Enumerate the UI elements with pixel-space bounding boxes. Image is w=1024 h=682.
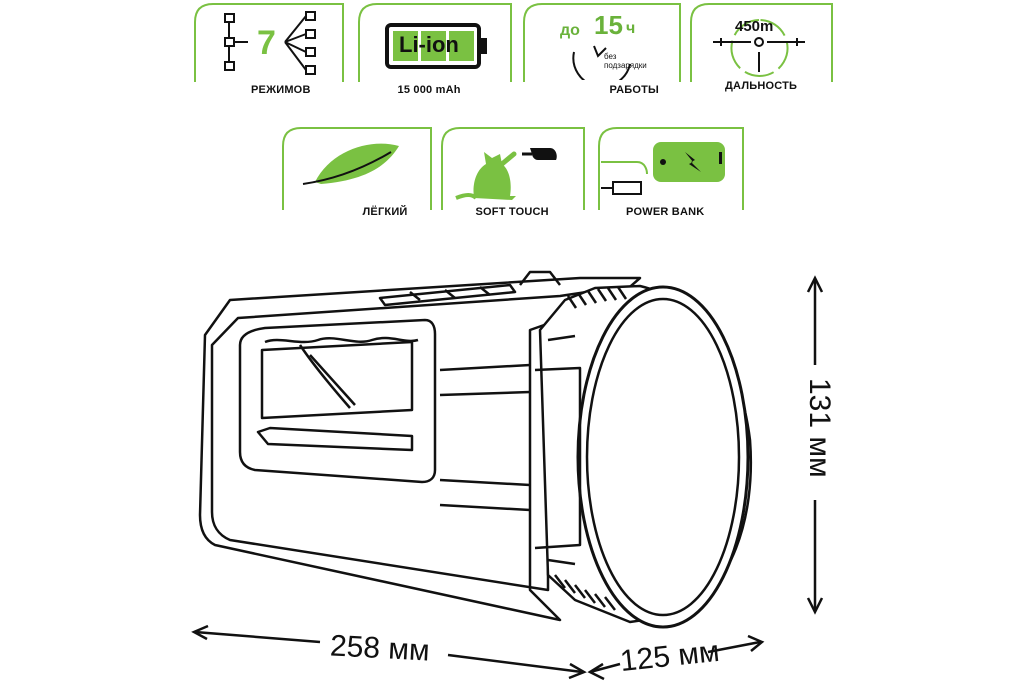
card-frame: [282, 127, 432, 210]
feature-caption: POWER BANK: [626, 206, 705, 218]
phone-charging-icon: [601, 142, 725, 195]
modes-tree-icon: [224, 11, 316, 75]
feature-caption: 15 000 mAh: [397, 84, 461, 96]
runtime-unit: ч: [626, 20, 636, 37]
runtime-prefix: до: [560, 22, 580, 39]
runtime-hours: 15: [594, 10, 623, 40]
feature-caption: РАБОТЫ: [609, 84, 659, 96]
card-frame: [598, 127, 744, 210]
feature-caption: ЛЁГКИЙ: [362, 206, 408, 218]
card-frame: [441, 127, 585, 210]
feature-soft-touch: SOFT TOUCH: [440, 126, 586, 218]
feature-power-bank: POWER BANK: [597, 126, 745, 218]
feature-range: 450m ДАЛЬНОСТЬ: [689, 2, 834, 98]
feature-runtime: до 15 ч без подзарядки РАБОТЫ: [522, 2, 682, 98]
feature-light: ЛЁГКИЙ: [281, 126, 433, 218]
feature-battery: Li-ion 15 000 mAh: [357, 2, 513, 98]
battery-icon: [385, 23, 487, 69]
range-distance: 450m: [735, 18, 774, 35]
feature-icon: [302, 143, 399, 185]
feature-caption: РЕЖИМОВ: [251, 84, 311, 96]
battery-type-label: Li-ion: [399, 32, 459, 57]
height-dimension: 131 мм: [803, 378, 836, 478]
feature-caption: SOFT TOUCH: [475, 206, 549, 218]
card-frame: [523, 3, 681, 82]
card-frame: [358, 3, 512, 82]
runtime-note: без подзарядки: [604, 52, 647, 70]
feature-caption: ДАЛЬНОСТЬ: [725, 80, 798, 92]
card-frame: [690, 3, 833, 82]
length-dimension: 258 мм: [329, 629, 431, 668]
modes-count: 7: [257, 24, 276, 62]
clock-icon: [572, 45, 631, 80]
card-frame: [194, 3, 344, 82]
feature-modes: 7 РЕЖИМОВ: [193, 2, 345, 98]
crosshair-icon: [713, 19, 805, 77]
cat-hand-icon: [455, 148, 557, 200]
